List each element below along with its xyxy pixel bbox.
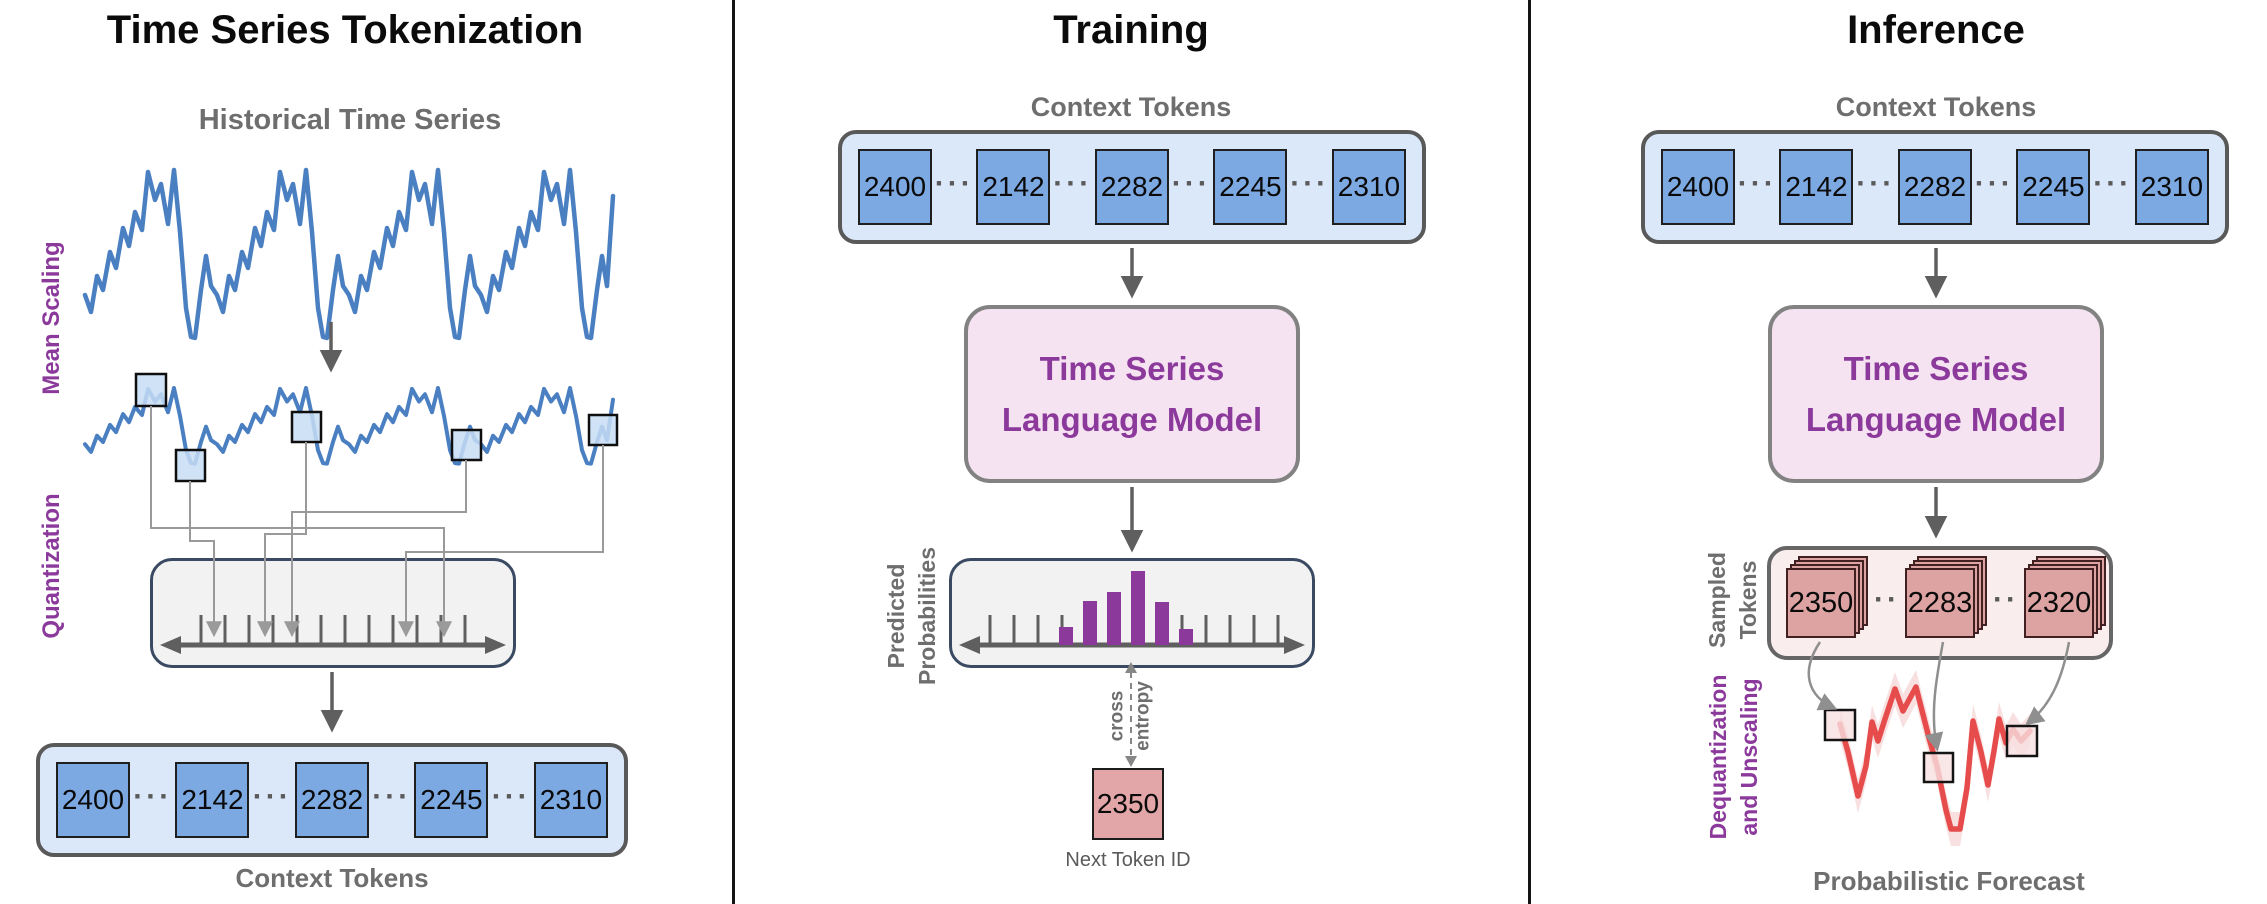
ellipsis: ···: [372, 780, 412, 813]
ellipsis: ···: [1974, 167, 2014, 200]
quantization-bins-box: [150, 558, 516, 668]
sampled-token-card: 2350: [1786, 556, 1868, 638]
context-token: 2142: [1779, 149, 1854, 225]
cross-entropy-arrowhead-down: [1125, 756, 1137, 767]
predicted-probabilities-box: [949, 558, 1315, 668]
context-tokens-container-inference: 2400 ··· 2142 ··· 2282 ··· 2245 ···: [1641, 130, 2229, 244]
next-token-box: 2350: [1092, 768, 1164, 840]
context-tokens-container-training: 2400 ··· 2142 ··· 2282 ··· 2245 ···: [838, 130, 1426, 244]
ellipsis: ···: [934, 167, 974, 200]
context-token: 2142: [976, 149, 1051, 225]
ellipsis: ···: [1171, 167, 1211, 200]
model-label-line2: Language Model: [1805, 401, 2067, 438]
context-token: 2310: [533, 762, 608, 838]
sampled-token-card: 2283: [1904, 556, 1987, 638]
next-token-id-label: Next Token ID: [1065, 849, 1191, 871]
context-token: 2282: [1897, 149, 1972, 225]
context-token: 2245: [2016, 149, 2091, 225]
tokenization-panel-title: Time Series Tokenization: [106, 8, 584, 52]
sampled-tokens-container: 2350 ··· 2283 ···: [1767, 546, 2113, 660]
ellipsis: ···: [252, 780, 292, 813]
context-token: 2310: [2134, 149, 2209, 225]
ellipsis: ···: [133, 780, 173, 813]
probabilistic-forecast-label: Probabilistic Forecast: [1813, 866, 2085, 896]
model-label-line1: Time Series: [1039, 349, 1225, 387]
context-token: 2142: [175, 762, 250, 838]
sampled-token-card: 2320: [2023, 556, 2106, 638]
context-tokens-label-left: Context Tokens: [235, 863, 429, 893]
context-token: 2400: [858, 149, 932, 225]
time-series-language-model-box-inference: Time Series Language Model: [1768, 305, 2104, 483]
model-label-line1: Time Series: [1843, 349, 2029, 387]
predicted-probabilities-label: Predicted Probabilities: [882, 546, 940, 686]
inference-panel-title: Inference: [1847, 8, 2025, 52]
probability-bars: [1059, 571, 1193, 645]
sampled-token-value: 2350: [1786, 568, 1856, 638]
ellipsis: ···: [1856, 167, 1896, 200]
ellipsis: ···: [1053, 167, 1093, 200]
model-label-line2: Language Model: [1001, 401, 1263, 438]
context-tokens-row-left: 2400 ··· 2142 ··· 2282 ··· 2245 ···: [40, 747, 624, 853]
quantization-label: Quantization: [37, 493, 65, 639]
cross-entropy-label: cross entropy: [1106, 681, 1153, 751]
context-tokens-container-left: 2400 ··· 2142 ··· 2282 ··· 2245 ···: [36, 743, 628, 857]
context-token: 2310: [1331, 149, 1406, 225]
context-tokens-row-inference: 2400 ··· 2142 ··· 2282 ··· 2245 ···: [1645, 134, 2225, 240]
ellipsis: ···: [491, 780, 531, 813]
sampled-tokens-label: Sampled Tokens: [1703, 552, 1761, 648]
time-series-language-model-box-training: Time Series Language Model: [964, 305, 1300, 483]
context-token: 2245: [1213, 149, 1288, 225]
context-tokens-label-training: Context Tokens: [1030, 92, 1232, 122]
sampled-tokens-row: 2350 ··· 2283 ···: [1771, 550, 2109, 656]
ellipsis: ···: [1290, 167, 1330, 200]
sampled-token-value: 2283: [1904, 568, 1975, 638]
quantization-ticks: [199, 615, 467, 643]
context-token: 2400: [56, 762, 130, 838]
ellipsis: ···: [1737, 167, 1777, 200]
historical-series-chart: [82, 167, 616, 341]
training-panel-title: Training: [1053, 8, 1209, 52]
probabilistic-forecast-chart: [1823, 670, 2039, 846]
probability-axis: [959, 571, 1305, 654]
dequantization-unscaling-label: Dequantization and Unscaling: [1704, 674, 1762, 840]
sampled-token-value: 2320: [2023, 568, 2094, 638]
scaled-series-chart: [83, 386, 615, 466]
context-token: 2282: [294, 762, 369, 838]
panel-divider-left: [732, 0, 735, 904]
context-tokens-label-inference: Context Tokens: [1835, 92, 2037, 122]
context-token: 2400: [1661, 149, 1735, 225]
historical-series-label: Historical Time Series: [198, 104, 502, 136]
context-token: 2245: [414, 762, 489, 838]
mean-scaling-label: Mean Scaling: [37, 241, 65, 395]
quantization-axis: [160, 615, 506, 654]
series-point-boxes: [134, 372, 619, 483]
ellipsis: ···: [2093, 167, 2133, 200]
panel-divider-right: [1528, 0, 1531, 904]
context-tokens-row-training: 2400 ··· 2142 ··· 2282 ··· 2245 ···: [842, 134, 1422, 240]
context-token: 2282: [1094, 149, 1169, 225]
